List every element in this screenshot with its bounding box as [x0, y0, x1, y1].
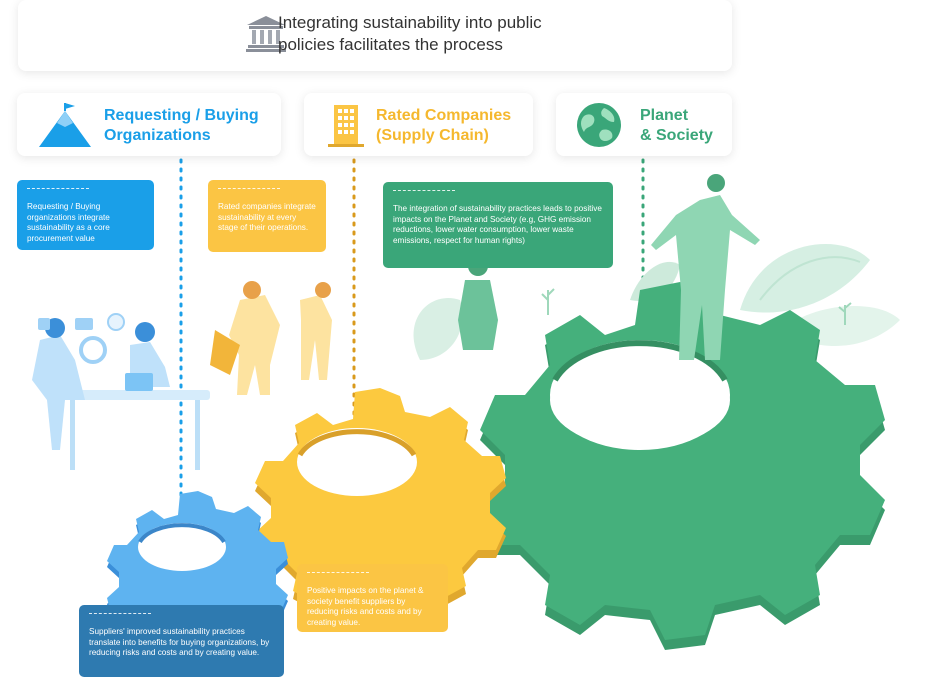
- sprout-decoration: [541, 288, 555, 315]
- note-positive-impacts: Positive impacts on the planet & society…: [297, 564, 448, 632]
- government-building-icon: [245, 14, 287, 57]
- note-rated: Rated companies integrate sustainability…: [208, 180, 326, 252]
- sprout-decoration: [838, 302, 852, 325]
- note-buyers: Requesting / Buying organizations integr…: [17, 180, 154, 250]
- note-buyers-text: Requesting / Buying organizations integr…: [27, 202, 110, 243]
- banner-text: Integrating sustainability into public p…: [278, 12, 598, 56]
- business-figures: [210, 281, 332, 395]
- banner-line-2: policies facilitates the process: [278, 35, 503, 54]
- note-divider: [218, 188, 280, 195]
- note-divider: [89, 613, 151, 620]
- note-rated-text: Rated companies integrate sustainability…: [218, 202, 316, 232]
- note-planet-text: The integration of sustainability practi…: [393, 204, 602, 245]
- header-rated-label: Rated Companies (Supply Chain): [376, 107, 512, 144]
- header-buyers-label: Requesting / Buying Organizations: [104, 107, 259, 144]
- header-buyers: Requesting / Buying Organizations: [17, 93, 281, 156]
- note-suppliers-text: Suppliers' improved sustainability pract…: [89, 627, 270, 657]
- note-divider: [27, 188, 89, 195]
- note-planet: The integration of sustainability practi…: [383, 182, 613, 268]
- office-building-icon: [324, 103, 368, 152]
- note-positive-text: Positive impacts on the planet & society…: [307, 586, 424, 627]
- banner-line-1: Integrating sustainability into public: [278, 13, 542, 32]
- note-divider: [393, 190, 455, 197]
- policy-banner: Integrating sustainability into public p…: [18, 0, 732, 71]
- mountain-flag-icon: [37, 103, 93, 154]
- header-planet-label: Planet & Society: [640, 107, 713, 144]
- planet-gear: [480, 282, 885, 650]
- buyers-team: [32, 313, 210, 470]
- globe-icon: [576, 102, 622, 153]
- note-suppliers: Suppliers' improved sustainability pract…: [79, 605, 284, 677]
- note-divider: [307, 572, 369, 579]
- header-planet: Planet & Society: [556, 93, 732, 156]
- header-rated: Rated Companies (Supply Chain): [304, 93, 533, 156]
